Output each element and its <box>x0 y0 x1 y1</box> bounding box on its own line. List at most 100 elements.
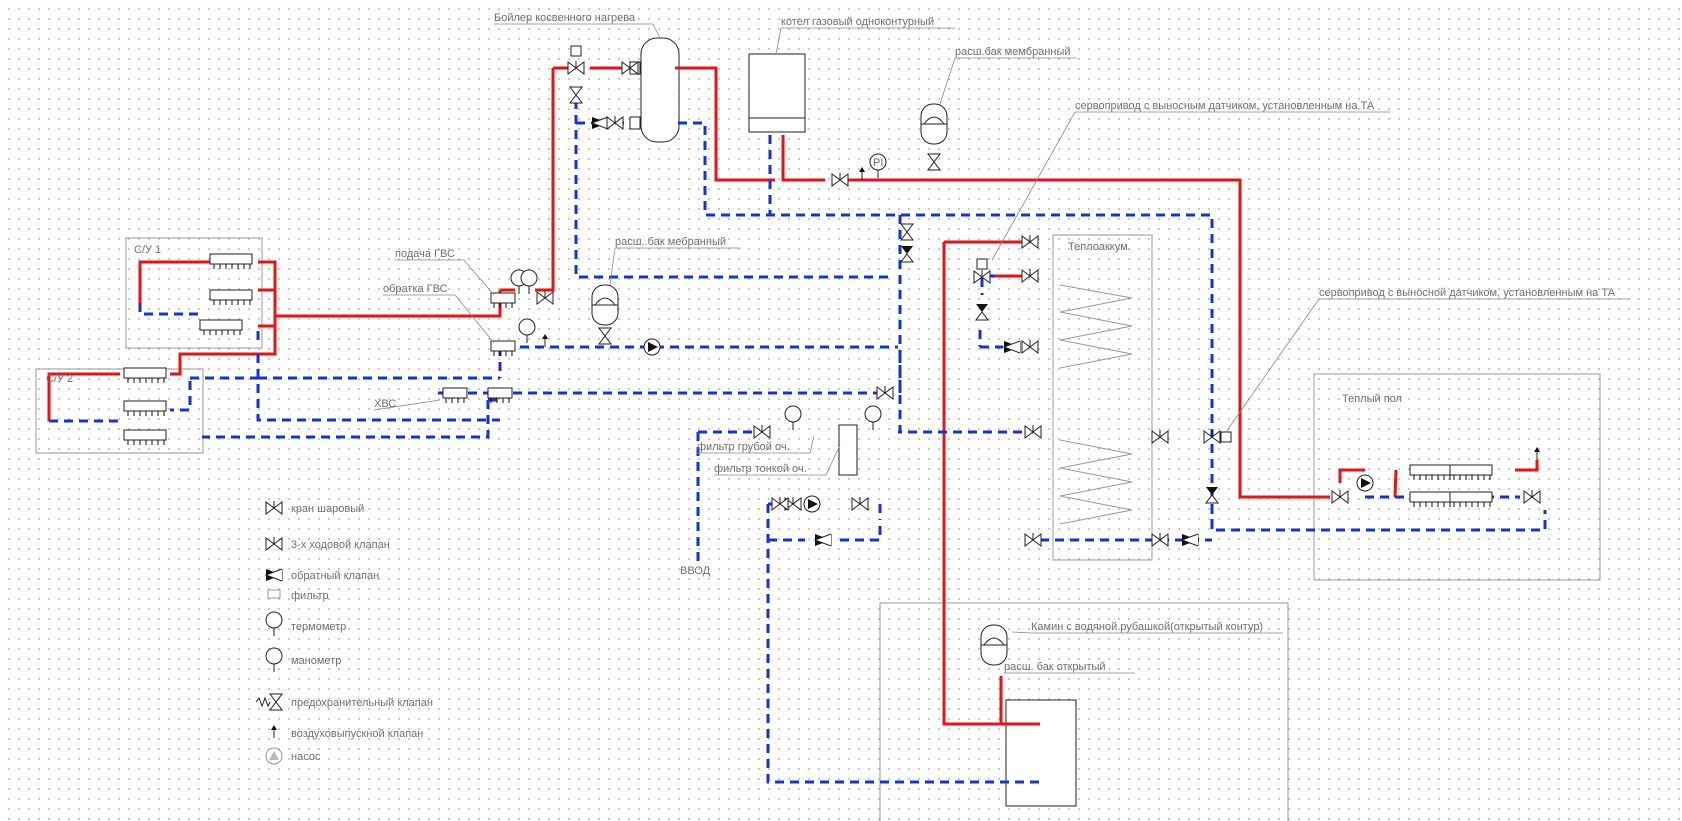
ball-valve-icon[interactable] <box>606 115 624 130</box>
boiler-outlet <box>629 116 641 130</box>
ball-valve-icon[interactable] <box>1151 429 1169 444</box>
label-filter-coarse: фильтр грубой оч. <box>697 441 790 453</box>
fireplace-frame <box>879 602 1289 821</box>
ball-valve-icon[interactable] <box>1151 532 1169 547</box>
label-cu2: С/У 2 <box>46 373 73 385</box>
air-vent-icon <box>1533 446 1541 461</box>
three-way-valve-icon[interactable] <box>1203 429 1221 444</box>
check-valve-icon <box>265 568 283 582</box>
label-cu1: С/У 1 <box>134 244 161 256</box>
legend-label: 3-х ходовой клапан <box>291 539 390 551</box>
floor-manifold-icon <box>1449 464 1493 481</box>
cu2-frame <box>35 368 204 454</box>
ball-valve-icon[interactable] <box>1331 489 1349 504</box>
legend-label: насос <box>291 751 321 763</box>
dhw-return-manifold <box>490 340 516 357</box>
cu1-frame <box>125 237 263 349</box>
label-dhw-return: обратка ГВС <box>383 283 448 295</box>
legend-label: обратный клапан <box>291 570 379 582</box>
ball-valve-icon[interactable] <box>851 496 869 511</box>
expansion-tank-icon <box>920 103 948 145</box>
ball-valve-icon[interactable] <box>900 223 914 241</box>
check-valve-icon[interactable] <box>975 303 989 321</box>
radiator-icon <box>123 429 167 446</box>
expansion-tank-icon <box>980 624 1008 666</box>
manometer-icon <box>784 405 802 431</box>
legend-label: предохранительный клапан <box>291 697 433 709</box>
label-filter-fine: фильтр тонкой оч. <box>714 463 807 475</box>
check-valve-icon[interactable] <box>1181 533 1199 547</box>
ball-valve-icon[interactable] <box>927 153 941 171</box>
pump-icon[interactable] <box>643 338 661 356</box>
legend-label: воздуховыпускной клапан <box>291 728 423 740</box>
pump-icon[interactable] <box>803 495 821 513</box>
legend-label: кран шаровый <box>291 503 364 515</box>
pump-icon[interactable] <box>1356 474 1374 492</box>
servo-icon <box>976 258 988 270</box>
ball-valve-icon[interactable] <box>598 327 612 345</box>
check-valve-icon[interactable] <box>1205 486 1219 504</box>
legend-label: термометр <box>291 621 346 633</box>
ball-valve-icon[interactable] <box>1024 424 1042 439</box>
legend-label: фильтр <box>291 590 329 602</box>
check-valve-icon[interactable] <box>814 533 832 547</box>
heat-accumulator-tank <box>1052 234 1153 561</box>
check-valve-icon[interactable] <box>900 245 914 263</box>
label-inlet: ВВОД <box>680 565 711 577</box>
label-servo-2: сервопривод с выносной датчиком, установ… <box>1319 287 1616 299</box>
gauge-label: PI <box>873 157 883 169</box>
fine-filter <box>838 424 858 476</box>
label-gas-boiler: котел газовый одноконтурный <box>781 16 934 28</box>
manometer-icon <box>864 405 882 431</box>
radiator-icon <box>209 253 253 270</box>
cold-water-manifold <box>442 387 468 404</box>
three-way-valve-icon <box>265 536 283 551</box>
manometer-icon <box>520 269 538 295</box>
spring-icon <box>255 696 271 708</box>
servo-icon <box>1220 431 1232 443</box>
ball-valve-icon[interactable] <box>753 424 771 439</box>
check-valve-icon[interactable] <box>1003 340 1021 354</box>
label-expansion-tank-open: расш. бак открытый <box>1004 661 1106 673</box>
label-boiler-indirect: Бойлер косвенного нагрева <box>494 12 636 24</box>
radiator-icon <box>123 400 167 417</box>
floor-manifold-icon <box>1409 491 1453 508</box>
legend: кран шаровый 3-х ходовой клапан обратный… <box>255 500 433 765</box>
thermometer-icon <box>518 318 536 344</box>
return-pipes <box>49 100 1547 784</box>
gas-boiler <box>748 53 806 133</box>
radiator-icon <box>199 319 243 336</box>
labels: Бойлер косвенного нагрева котел газовый … <box>46 12 1630 674</box>
servo-icon <box>570 45 582 57</box>
floor-heating-frame <box>1313 373 1601 581</box>
label-floor-heating: Теплый пол <box>1342 393 1402 405</box>
ball-valve-icon[interactable] <box>1021 234 1039 249</box>
ball-valve-icon[interactable] <box>1024 532 1042 547</box>
radiator-icon <box>209 289 253 306</box>
floor-manifold-icon <box>1449 491 1493 508</box>
ball-valve-icon[interactable] <box>1523 489 1541 504</box>
thermometer-icon <box>265 611 283 637</box>
ball-valve-icon[interactable] <box>569 86 583 104</box>
legend-label: манометр <box>291 655 341 667</box>
check-valve-icon[interactable] <box>591 116 609 130</box>
manometer-icon <box>265 647 283 673</box>
air-vent-icon <box>858 166 866 181</box>
accumulator-coil-top <box>1059 284 1133 369</box>
ball-valve-icon[interactable] <box>1021 339 1039 354</box>
air-vent-icon <box>541 333 549 348</box>
label-heat-accumulator: Теплоаккум. <box>1068 241 1131 253</box>
three-way-valve-icon[interactable] <box>567 60 585 75</box>
indirect-boiler <box>640 37 680 143</box>
accumulator-coil-bottom <box>1059 439 1133 525</box>
safety-valve-icon <box>269 693 283 711</box>
radiator-icon <box>123 367 167 384</box>
fireplace-body <box>1005 699 1077 807</box>
ball-valve-icon <box>265 500 283 515</box>
ball-valve-icon[interactable] <box>1021 268 1039 283</box>
ball-valve-icon[interactable] <box>876 385 894 400</box>
safety-valve-icon[interactable] <box>831 172 849 187</box>
safety-valve-icon[interactable] <box>536 290 554 305</box>
